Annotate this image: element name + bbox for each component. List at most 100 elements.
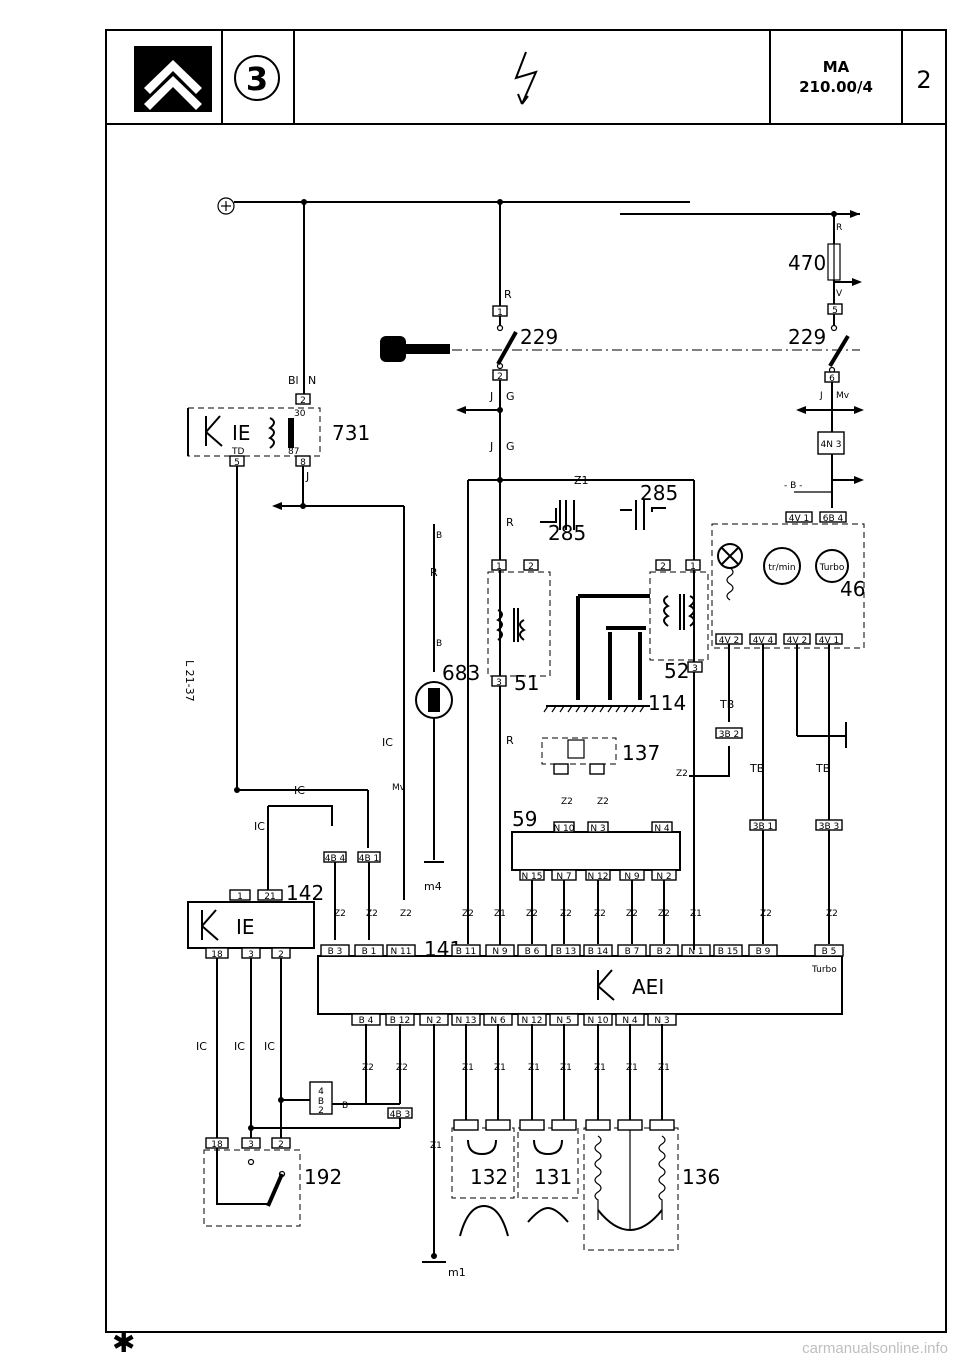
svg-text:B: B [436, 639, 442, 649]
svg-text:137: 137 [622, 741, 660, 765]
sensor-136: 136 [583, 1119, 720, 1251]
svg-text:229: 229 [788, 325, 826, 349]
svg-text:G: G [506, 390, 515, 403]
svg-text:4N 3: 4N 3 [820, 440, 841, 450]
svg-text:N 12: N 12 [587, 872, 608, 882]
ground-m1: m1 [422, 1253, 466, 1279]
svg-text:Z2: Z2 [362, 1063, 374, 1073]
svg-text:51: 51 [514, 671, 539, 695]
svg-text:731: 731 [332, 421, 370, 445]
svg-text:N 9: N 9 [624, 872, 640, 882]
svg-text:m4: m4 [424, 880, 442, 893]
svg-text:Z1: Z1 [690, 909, 702, 919]
svg-text:1: 1 [690, 562, 696, 572]
svg-text:1: 1 [496, 562, 502, 572]
svg-text:3B 2: 3B 2 [719, 730, 740, 740]
svg-text:Z1: Z1 [430, 1141, 442, 1151]
doc-code-line1: MA [823, 58, 850, 76]
aei-connector-label: B 15 [718, 947, 739, 957]
svg-text:4B 3: 4B 3 [390, 1110, 411, 1120]
svg-text:J: J [489, 440, 493, 453]
positive-supply [217, 197, 860, 218]
svg-text:131: 131 [534, 1165, 572, 1189]
svg-text:R: R [836, 223, 842, 233]
aei-connector-box [320, 944, 350, 957]
aei-connector-label: N 3 [654, 1016, 669, 1026]
svg-text:683: 683 [442, 661, 480, 685]
svg-text:18: 18 [211, 1140, 223, 1150]
svg-text:m1: m1 [448, 1266, 466, 1279]
svg-text:Z2: Z2 [561, 797, 573, 807]
svg-text:- B -: - B - [784, 481, 802, 491]
svg-text:5: 5 [234, 458, 240, 468]
svg-text:4V 2: 4V 2 [787, 636, 807, 646]
svg-text:IC: IC [264, 1040, 275, 1053]
svg-text:N 4: N 4 [654, 824, 670, 834]
svg-text:46: 46 [840, 577, 865, 601]
ignition-key-icon [380, 336, 406, 362]
svg-text:Z2: Z2 [462, 909, 474, 919]
aei-connector-label: B 1 [362, 947, 377, 957]
aei-connector-label: N 12 [521, 1016, 542, 1026]
svg-text:Z2: Z2 [366, 909, 378, 919]
svg-text:V: V [836, 289, 843, 299]
svg-text:IC: IC [254, 820, 265, 833]
svg-text:TB: TB [815, 762, 830, 775]
svg-text:IE: IE [236, 915, 255, 939]
svg-text:N 7: N 7 [556, 872, 571, 882]
ground-114: 114 [543, 594, 686, 715]
svg-text:IC: IC [294, 784, 305, 797]
svg-text:Z1: Z1 [462, 1063, 474, 1073]
aei-connector-label: N 2 [426, 1016, 441, 1026]
svg-text:R: R [430, 566, 438, 579]
svg-text:Z2: Z2 [334, 909, 346, 919]
svg-text:4V 1: 4V 1 [819, 636, 839, 646]
svg-text:18: 18 [211, 950, 223, 960]
svg-text:2: 2 [300, 396, 306, 406]
svg-text:IC: IC [196, 1040, 207, 1053]
aei-bottom-wires: Z2 Z2 Z1 Z1 Z1 Z1 Z1 Z1 Z1 Z1 [362, 1024, 670, 1256]
svg-text:5: 5 [832, 306, 838, 316]
svg-text:Mv: Mv [836, 391, 850, 401]
svg-text:J: J [489, 390, 493, 403]
switch-192: 18 3 2 192 [203, 1137, 342, 1227]
svg-text:285: 285 [640, 481, 678, 505]
svg-text:Z2: Z2 [594, 909, 606, 919]
aei-connector-box [485, 944, 515, 957]
footer-mark: ✱ [112, 1326, 136, 1359]
svg-text:AEI: AEI [632, 975, 664, 999]
right-supply-column: R 470 V 5 229 6 J Mv 4N 3 - B - 4V 1 6B … [784, 214, 864, 524]
svg-text:Z2: Z2 [526, 909, 538, 919]
sensor-51: 1 2 3 51 [487, 559, 551, 695]
svg-text:TB: TB [719, 698, 734, 711]
svg-text:Z2: Z2 [676, 769, 688, 779]
svg-text:Z1: Z1 [528, 1063, 540, 1073]
svg-text:J: J [819, 391, 823, 401]
aei-connector-label: B 5 [822, 947, 837, 957]
svg-text:3: 3 [248, 1140, 254, 1150]
svg-text:Z2: Z2 [560, 909, 572, 919]
svg-text:Z2: Z2 [597, 797, 609, 807]
aei-connector-label: B 11 [456, 947, 477, 957]
svg-text:4B 1: 4B 1 [359, 854, 380, 864]
svg-text:N 3: N 3 [590, 824, 605, 834]
svg-text:tr/min: tr/min [768, 563, 795, 573]
svg-text:2: 2 [528, 562, 534, 572]
svg-text:2: 2 [278, 950, 284, 960]
svg-text:N 15: N 15 [521, 872, 542, 882]
aei-connector-box [551, 944, 581, 957]
ecu-142: IC IC 4B 4 4B 1 1 21 142 IE 18 3 2 IC IC… [187, 784, 381, 1138]
svg-text:Z1: Z1 [560, 1063, 572, 1073]
side-note: L 21-37 [183, 660, 196, 702]
relay-731: Bl N 2 IE TD 30 87 731 5 8 J [187, 202, 404, 790]
aei-connector-label: N 11 [390, 947, 411, 957]
svg-text:3B 1: 3B 1 [753, 822, 774, 832]
ignition-switch: R 1 229 2 J G J G [380, 202, 860, 478]
svg-text:3: 3 [496, 678, 502, 688]
svg-text:B: B [342, 1101, 348, 1111]
connector-4b2: 4 B 2 B 4B 3 [248, 1081, 413, 1131]
svg-text:R: R [504, 288, 512, 301]
